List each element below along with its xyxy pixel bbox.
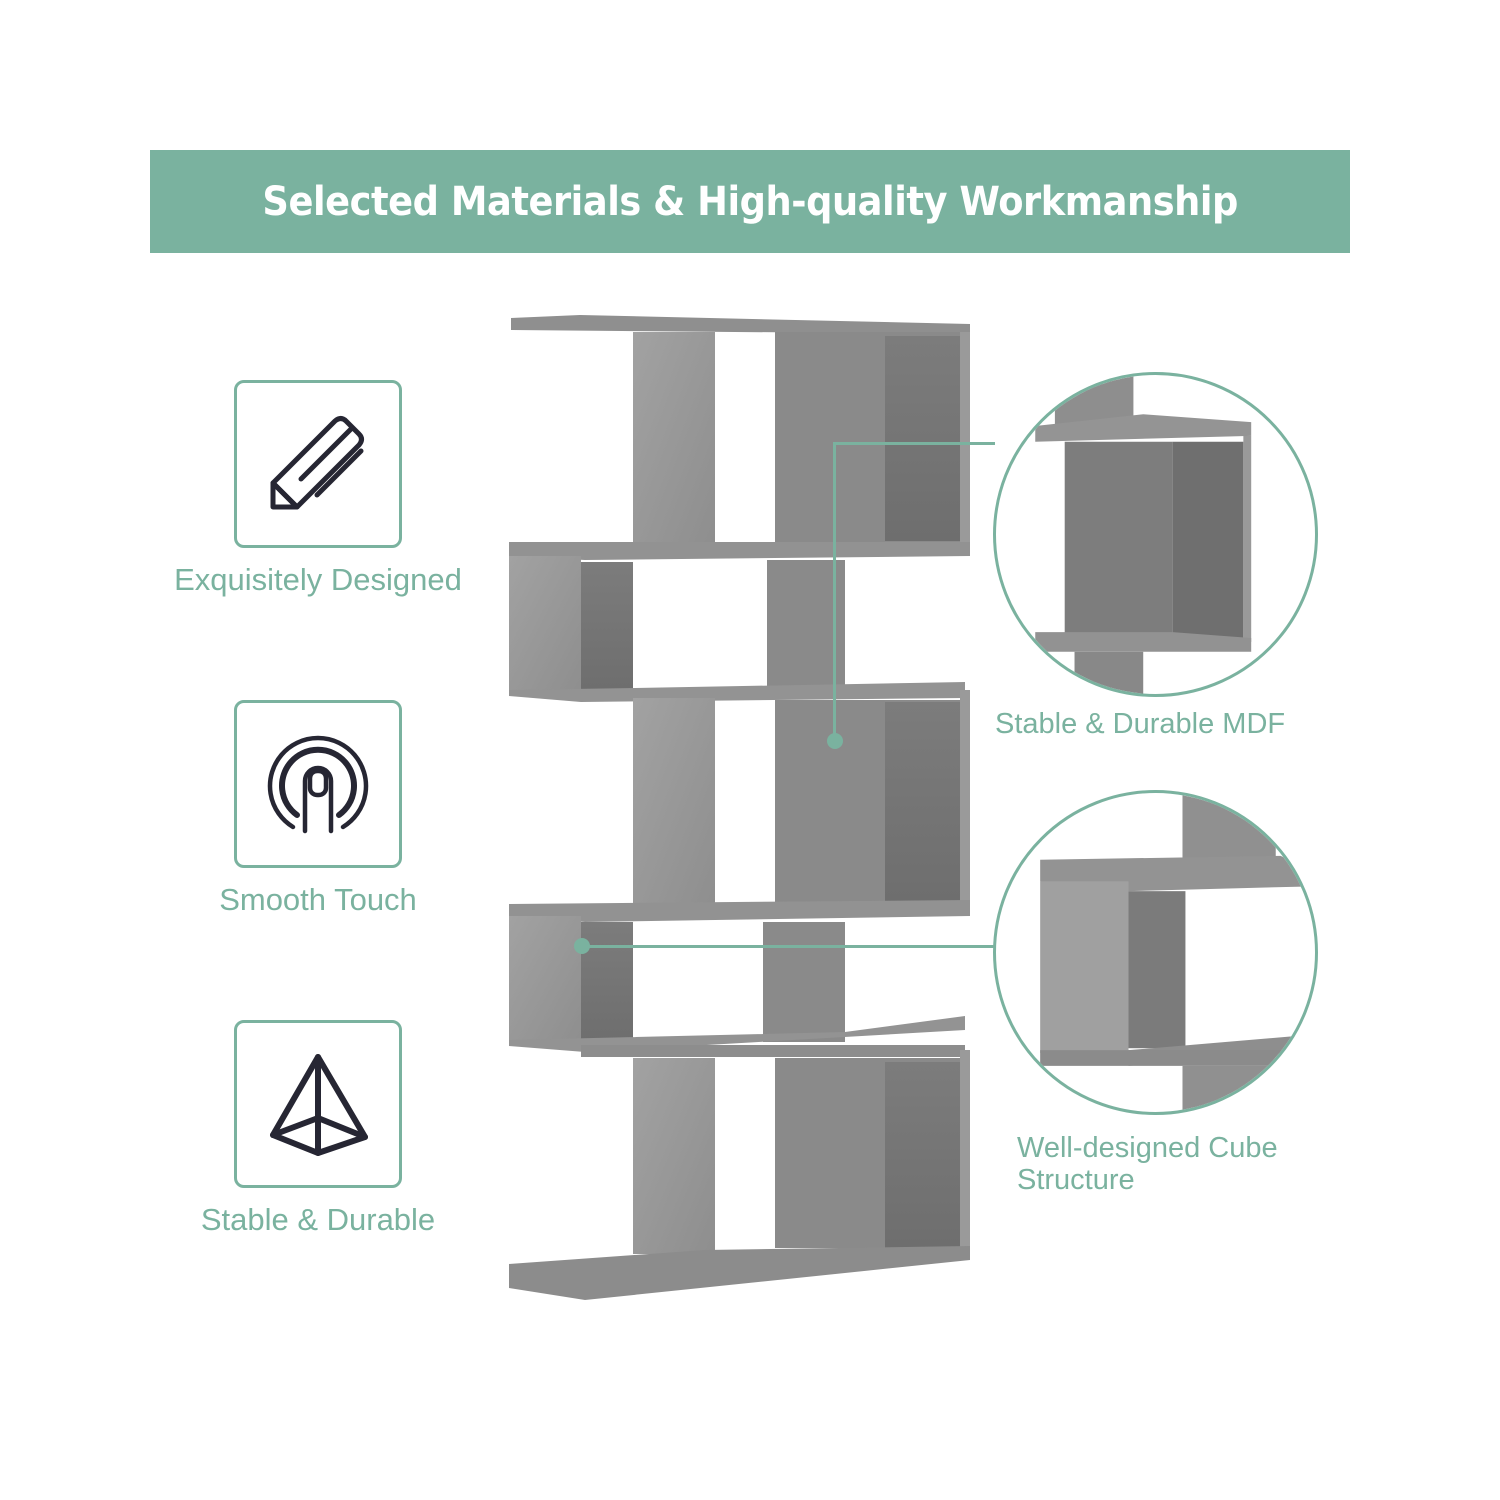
callout-label-cube-line2: Structure (1017, 1164, 1135, 1196)
touch-finger-icon (267, 735, 369, 834)
callout-label-cube-line1: Well-designed Cube (1017, 1132, 1278, 1164)
feature-label: Stable & Durable (200, 1202, 436, 1237)
feature-icon-box (234, 700, 402, 868)
feature-smooth-touch: Smooth Touch (148, 700, 488, 918)
callout-label-cube: Well-designed Cube Structure (1017, 1132, 1278, 1196)
detail-circle-cube (993, 790, 1318, 1115)
connector-line-cube (582, 945, 995, 948)
connector-line-mdf-vertical (833, 442, 836, 740)
feature-exquisitely-designed: Exquisitely Designed (148, 380, 488, 598)
feature-icon-box (234, 1020, 402, 1188)
bookshelf-illustration (509, 315, 970, 1300)
callout-label-mdf: Stable & Durable MDF (995, 708, 1286, 740)
connector-dot-mdf (827, 733, 843, 749)
feature-label: Smooth Touch (219, 882, 417, 917)
feature-stable-durable: Stable & Durable (148, 1020, 488, 1238)
pencil-icon (270, 416, 364, 510)
title-banner: Selected Materials & High-quality Workma… (150, 150, 1350, 253)
banner-title: Selected Materials & High-quality Workma… (262, 178, 1238, 225)
feature-label: Exquisitely Designed (174, 562, 462, 597)
pyramid-icon (270, 1054, 368, 1156)
connector-dot-cube (574, 938, 590, 954)
cube-detail-closeup (1040, 793, 1315, 1112)
detail-circle-mdf (993, 372, 1318, 697)
feature-icon-box (234, 380, 402, 548)
connector-line-mdf-horizontal (833, 442, 995, 445)
bookshelf-image (505, 310, 975, 1310)
shelf-detail-closeup (1035, 375, 1252, 694)
